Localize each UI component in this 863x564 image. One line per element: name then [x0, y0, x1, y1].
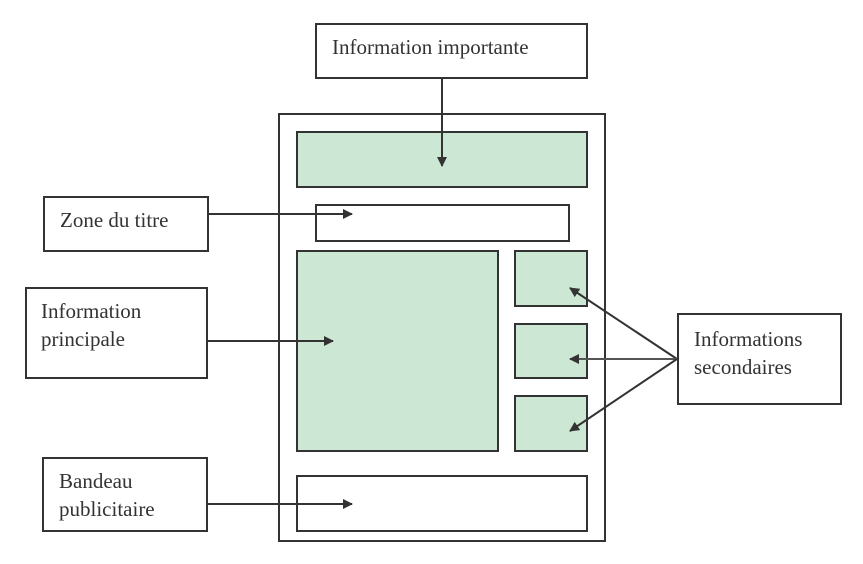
- label-banner-text: Bandeau publicitaire: [59, 469, 155, 521]
- label-important: Information importante: [315, 23, 588, 79]
- label-main-info-text: Information principale: [41, 299, 142, 351]
- important-block: [296, 131, 588, 188]
- main-block: [296, 250, 499, 452]
- label-title-zone: Zone du titre: [43, 196, 209, 252]
- secondary-block-1: [514, 250, 588, 307]
- secondary-block-3: [514, 395, 588, 452]
- label-main-info: Information principale: [25, 287, 208, 379]
- label-banner: Bandeau publicitaire: [42, 457, 208, 532]
- label-title-zone-text: Zone du titre: [60, 208, 169, 232]
- label-secondary: Informations secondaires: [677, 313, 842, 405]
- secondary-block-2: [514, 323, 588, 379]
- label-important-text: Information importante: [332, 35, 529, 59]
- title-block: [315, 204, 570, 242]
- banner-block: [296, 475, 588, 532]
- label-secondary-text: Informations secondaires: [694, 327, 803, 379]
